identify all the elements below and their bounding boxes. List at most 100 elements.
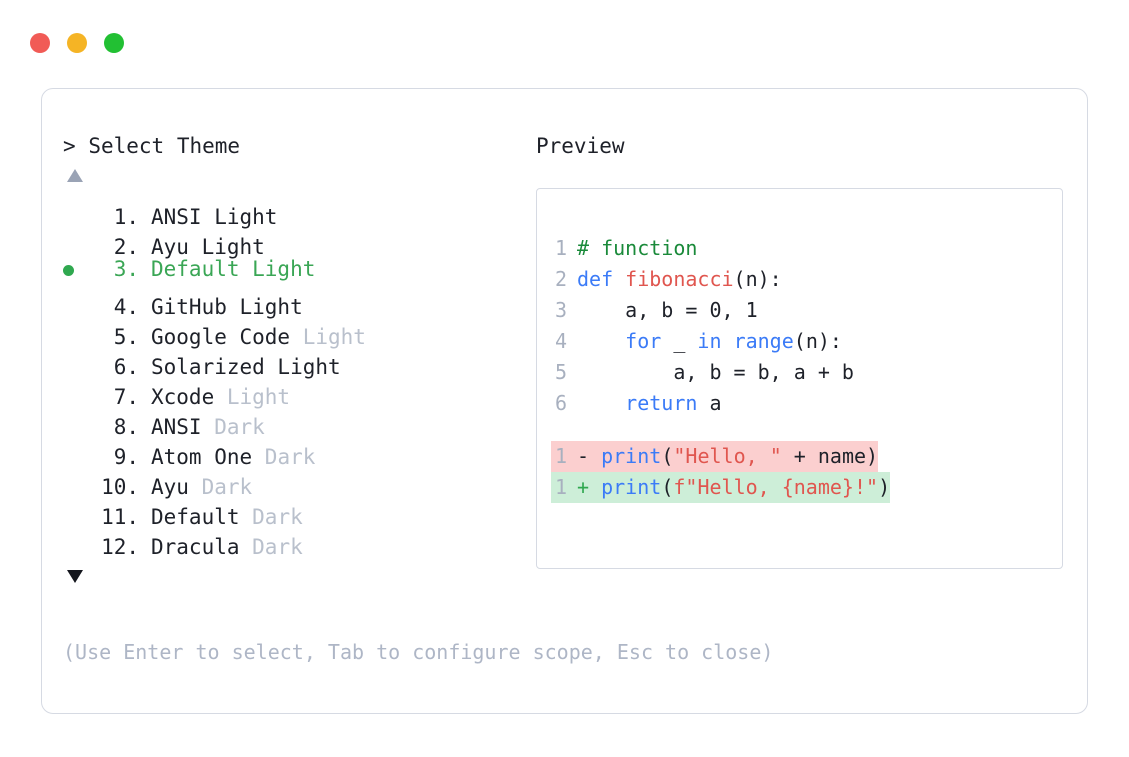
scroll-down-icon[interactable]	[67, 570, 83, 583]
selection-bullet-slot	[63, 404, 87, 434]
theme-item-index: 8.	[113, 415, 139, 439]
code-token-plain: (	[661, 444, 674, 468]
selection-bullet-slot	[63, 344, 87, 374]
code-token-builtin: print	[601, 444, 662, 468]
selection-bullet-slot	[63, 434, 87, 464]
code-line: 5 a, b = b, a + b	[537, 357, 1062, 388]
code-token-str: "Hello, "	[673, 444, 782, 468]
diff-sign: -	[577, 444, 602, 468]
selection-bullet-slot	[63, 256, 87, 286]
code-line: 6 return a	[537, 388, 1062, 419]
selection-bullet-slot	[63, 314, 87, 344]
code-token-kw: return	[625, 391, 698, 415]
code-token-builtin: range	[733, 329, 794, 353]
theme-item-index: 9.	[113, 445, 139, 469]
close-icon[interactable]	[30, 33, 50, 53]
theme-item-name: Default	[151, 505, 240, 529]
theme-item-index: 12.	[101, 535, 139, 559]
selection-bullet-slot	[63, 194, 87, 224]
code-line-number: 6	[554, 391, 567, 415]
code-token-plain: a, b = 0, 1	[577, 298, 758, 322]
theme-item-index: 10.	[101, 475, 139, 499]
window-controls	[30, 33, 124, 53]
theme-item-name: ANSI	[151, 415, 202, 439]
preview-title: Preview	[536, 134, 625, 158]
theme-list-item[interactable]: 4.GitHub Light	[63, 284, 533, 319]
theme-item-variant-tag: Dark	[239, 505, 303, 529]
theme-item-name: ANSI Light	[151, 205, 278, 229]
theme-item-name: Xcode	[151, 385, 215, 409]
theme-list-item[interactable]: 2.Ayu Light	[63, 224, 533, 259]
theme-item-variant-tag: Light	[290, 325, 366, 349]
theme-item-name: Dracula	[151, 535, 240, 559]
theme-list-item[interactable]: 5. Google Code Light	[63, 314, 533, 349]
code-token-fn: fibonacci	[625, 267, 734, 291]
code-line-number: 4	[554, 329, 567, 353]
diff-line-number: 1	[554, 444, 567, 468]
code-token-plain: (	[661, 475, 674, 499]
selection-bullet-slot	[63, 464, 87, 494]
code-line-number: 1	[554, 236, 567, 260]
selection-bullet-slot	[63, 494, 87, 524]
code-token-plain: _	[661, 329, 698, 353]
theme-list-item[interactable]: 6. Solarized Light	[63, 344, 533, 379]
scroll-up-icon[interactable]	[67, 169, 83, 182]
theme-item-name: Ayu Light	[151, 235, 265, 259]
code-line: 3 a, b = 0, 1	[537, 295, 1062, 326]
theme-list-item[interactable]: 1. ANSI Light	[63, 194, 533, 229]
theme-list-item[interactable]: 9. Atom One Dark	[63, 434, 533, 469]
selected-bullet-icon	[63, 265, 74, 276]
selection-bullet-slot	[63, 374, 87, 404]
selection-bullet-slot	[63, 524, 87, 554]
diff-line-added: 1+ print(f"Hello, {name}!")	[551, 472, 891, 503]
diff-line-wrapper: 1- print("Hello, " + name)	[551, 441, 1062, 472]
theme-item-name: Atom One	[151, 445, 253, 469]
theme-list-item[interactable]: 7.Xcode Light	[63, 374, 533, 409]
code-line: 1 # function	[537, 233, 1062, 264]
theme-item-variant-tag: Dark	[201, 415, 265, 439]
theme-item-index: 11.	[101, 505, 139, 529]
theme-list-item[interactable]: 10. Ayu Dark	[63, 464, 533, 499]
theme-item-index: 5.	[113, 325, 139, 349]
code-token-plain: a	[697, 391, 722, 415]
code-token-comment: # function	[577, 236, 698, 260]
theme-item-variant-tag: Dark	[188, 475, 253, 499]
theme-list-item[interactable]: 11. Default Dark	[63, 494, 533, 529]
code-token-plain	[577, 326, 625, 357]
theme-item-name: Google Code	[151, 325, 291, 349]
theme-item-index: 1.	[113, 205, 139, 229]
theme-item-name: Solarized Light	[151, 355, 341, 379]
code-token-plain: )	[878, 475, 891, 499]
maximize-icon[interactable]	[104, 33, 124, 53]
theme-item-name: Ayu	[151, 475, 189, 499]
theme-item-variant-tag: Dark	[239, 535, 303, 559]
theme-list-item[interactable]: 8. ANSI Dark	[63, 404, 533, 439]
code-token-plain: (n):	[793, 329, 842, 353]
code-token-plain: (n):	[733, 267, 782, 291]
window-titlebar	[0, 0, 1129, 86]
code-token-str: f"Hello, {name}!"	[673, 475, 879, 499]
code-token-builtin: print	[601, 475, 662, 499]
theme-item-variant-tag: Dark	[252, 445, 316, 469]
diff-sign: +	[577, 475, 602, 499]
theme-list-item[interactable]: 12. Dracula Dark	[63, 524, 533, 559]
prompt-heading: > Select Theme	[63, 133, 533, 159]
code-token-plain: + name)	[781, 444, 879, 468]
code-token-kw: def	[577, 267, 626, 291]
selection-bullet-slot	[63, 224, 87, 254]
code-token-plain	[577, 388, 625, 419]
theme-item-index: 6.	[113, 355, 139, 379]
minimize-icon[interactable]	[67, 33, 87, 53]
code-spacer	[537, 419, 1062, 441]
code-line: 4 for _ in range(n):	[537, 326, 1062, 357]
theme-list-item[interactable]: 3.Default Light	[63, 254, 533, 284]
theme-item-index: 3.	[113, 257, 139, 281]
diff-line-wrapper: 1+ print(f"Hello, {name}!")	[551, 472, 1062, 503]
theme-item-variant-tag: Light	[214, 385, 291, 409]
